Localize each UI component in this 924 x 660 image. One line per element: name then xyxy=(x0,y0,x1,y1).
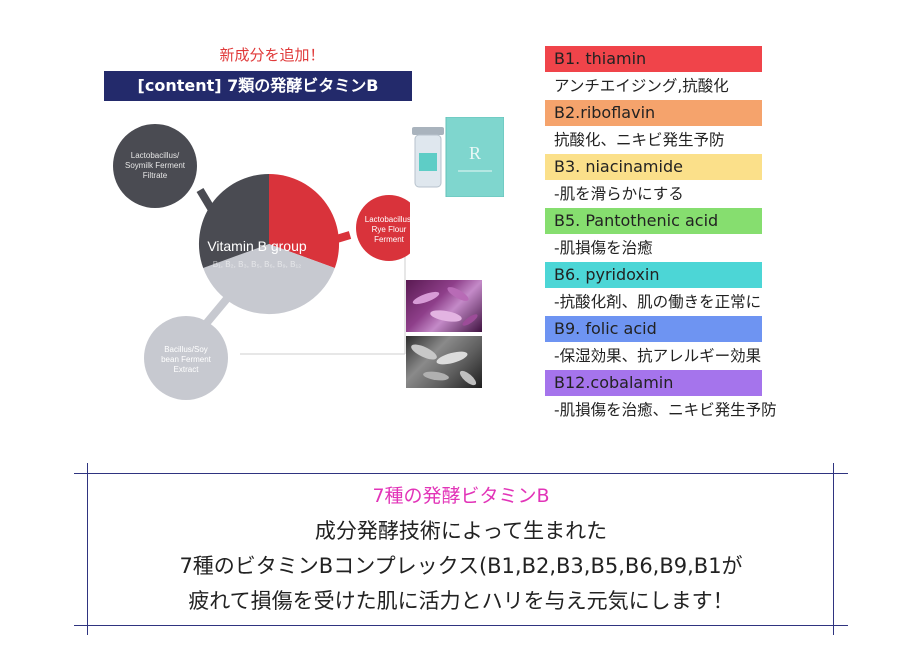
soybean-label-2: bean Ferment xyxy=(161,355,212,364)
vitamin-description: -肌損傷を治癒、ニキビ発生予防 xyxy=(554,401,777,419)
circle-bacillus-soybean xyxy=(144,316,228,400)
vitamin-name: B9. folic acid xyxy=(545,316,762,342)
vitamin-name: B2.riboflavin xyxy=(545,100,762,126)
content-title-banner: [content] 7類の発酵ビタミンB xyxy=(104,71,412,101)
vitamin-list: B1. thiamin アンチエイジング,抗酸化 B2.riboflavin 抗酸化、… xyxy=(545,46,835,424)
vitamin-name: B1. thiamin xyxy=(545,46,762,72)
new-ingredient-label: 新成分を追加！ xyxy=(219,46,325,64)
soybean-label-3: Extract xyxy=(174,365,200,374)
vitamin-name: B3. niacinamide xyxy=(545,154,762,180)
pie-center-title: Vitamin B group xyxy=(207,238,307,254)
summary-box: 7種の発酵ビタミンB 成分発酵技術によって生まれた 7種のビタミンBコンプレック… xyxy=(74,463,848,635)
pie-slice-dark xyxy=(198,173,269,268)
vitamin-name: B5. Pantothenic acid xyxy=(545,208,762,234)
vitamin-description: アンチエイジング,抗酸化 xyxy=(554,77,729,95)
vitamin-b-pie xyxy=(198,173,340,315)
box-border-top xyxy=(74,473,848,474)
vitamin-b-diagram: Vitamin B group B₁, B₂, B₃, B₅, B₆, B₉, … xyxy=(113,124,410,400)
bacteria-photo-purple xyxy=(406,280,482,332)
soymilk-label-3: Filtrate xyxy=(143,171,168,180)
vitamin-description: -肌損傷を治癒 xyxy=(554,239,653,257)
summary-line-1: 成分発酵技術によって生まれた xyxy=(314,519,608,543)
vitamin-description: -抗酸化剤、肌の働きを正常に xyxy=(554,293,762,311)
vitamin-name: B12.cobalamin xyxy=(545,370,762,396)
connector-soybean xyxy=(201,292,234,328)
circle-lactobacillus-soymilk xyxy=(113,124,197,208)
pie-center-subtitle: B₁, B₂, B₃, B₅, B₆, B₉, B₁₂ xyxy=(213,260,302,269)
summary-line-2: 7種のビタミンBコンプレックス(B1,B2,B3,B5,B6,B9,B1が xyxy=(179,554,743,578)
soymilk-label-2: Soymilk Ferment xyxy=(125,161,186,170)
pie-slice-light xyxy=(203,244,335,315)
vitamin-name: B6. pyridoxin xyxy=(545,262,762,288)
box-border-left xyxy=(87,463,88,635)
pie-slice-red xyxy=(269,173,340,268)
circle-lactobacillus-rye xyxy=(356,195,410,261)
rye-label-2: Rye Flour xyxy=(372,225,407,234)
vitamin-description: -肌を滑らかにする xyxy=(554,185,684,203)
rye-label-1: Lactobacillus/ xyxy=(365,215,410,224)
box-border-bottom xyxy=(74,625,848,626)
product-image: R xyxy=(412,117,504,197)
bacteria-photo-gray xyxy=(406,336,482,388)
vitamin-description: 抗酸化、ニキビ発生予防 xyxy=(554,131,725,149)
soybean-label-1: Bacillus/Soy xyxy=(164,345,208,354)
rye-label-3: Ferment xyxy=(374,235,405,244)
soymilk-label-1: Lactobacillus/ xyxy=(131,151,180,160)
vitamin-description: -保湿効果、抗アレルギー効果 xyxy=(554,347,762,365)
product-logo-icon: R xyxy=(469,143,481,163)
summary-line-3: 疲れて損傷を受けた肌に活力とハリを与え元気にします！ xyxy=(188,589,734,613)
summary-title: 7種の発酵ビタミンB xyxy=(372,485,550,507)
box-border-right xyxy=(833,463,834,635)
